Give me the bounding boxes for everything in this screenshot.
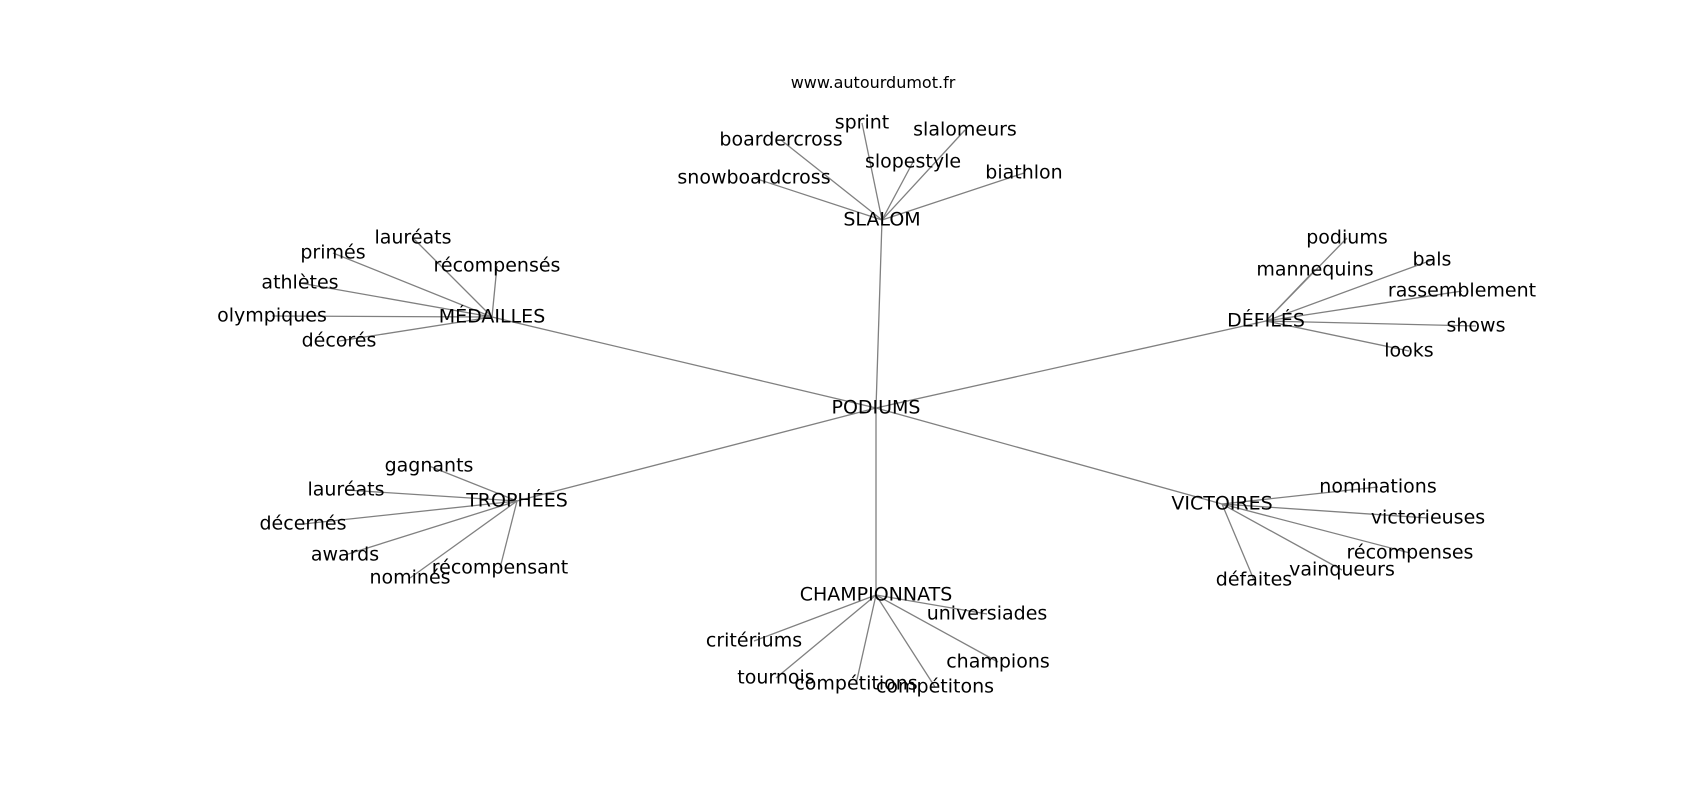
leaf-node: primés <box>300 242 365 264</box>
edge-group-0-child-4 <box>753 177 883 221</box>
edge-group-5-child-1 <box>753 594 877 642</box>
edge-group-3-child-0 <box>428 465 518 502</box>
edge-center-to-2 <box>875 320 1267 409</box>
leaf-node: récompenses <box>1347 542 1474 564</box>
edge-group-0-child-1 <box>780 139 883 221</box>
edge-group-1-child-5 <box>338 316 493 342</box>
edge-group-3-child-3 <box>344 500 518 556</box>
leaf-node: slopestyle <box>865 151 961 173</box>
edge-group-2-child-4 <box>1265 320 1477 327</box>
leaf-node: awards <box>311 544 379 566</box>
edge-group-1-child-4 <box>271 315 493 318</box>
leaf-node: vainqueurs <box>1289 559 1395 581</box>
edge-group-1-child-2 <box>491 265 498 318</box>
edge-center-to-0 <box>875 219 883 409</box>
edge-group-3-child-4 <box>409 500 518 579</box>
edge-group-5-child-2 <box>875 594 999 663</box>
leaf-node: champions <box>946 651 1050 673</box>
leaf-node: rassemblement <box>1388 280 1536 302</box>
group-node: MÉDAILLES <box>439 305 546 328</box>
edge-group-5-child-3 <box>775 594 877 679</box>
group-node: DÉFILÉS <box>1227 309 1305 332</box>
leaf-node: tournois <box>737 667 814 689</box>
edge-center-to-4 <box>875 407 1223 505</box>
graph-labels: www.autourdumot.fr PODIUMS SLALOM sprintbo… <box>217 73 1536 698</box>
leaf-node: décernés <box>260 513 347 535</box>
edge-group-0-child-3 <box>881 161 914 221</box>
leaf-node: victorieuses <box>1371 507 1485 529</box>
leaf-node: défaites <box>1216 569 1292 591</box>
leaf-node: décorés <box>302 330 377 352</box>
leaf-node: slalomeurs <box>913 119 1017 141</box>
edge-group-1-child-0 <box>412 237 493 318</box>
leaf-node: récompensés <box>434 255 561 277</box>
edge-group-4-child-2 <box>1221 503 1411 554</box>
edge-group-1-child-3 <box>299 282 493 318</box>
group-node: VICTOIRES <box>1171 493 1272 515</box>
edge-group-4-child-1 <box>1221 503 1429 519</box>
group-node: SLALOM <box>843 209 920 231</box>
leaf-node: athlètes <box>261 272 338 294</box>
edge-group-3-child-1 <box>345 489 518 502</box>
edge-group-2-child-5 <box>1265 320 1410 352</box>
edge-group-4-child-0 <box>1221 486 1379 505</box>
leaf-node: shows <box>1446 315 1505 337</box>
leaf-node: nominés <box>369 567 450 589</box>
edge-group-0-child-0 <box>861 122 883 221</box>
edge-group-4-child-4 <box>1221 503 1255 581</box>
edge-group-2-child-2 <box>1265 259 1433 322</box>
leaf-node: compétitions <box>794 673 917 695</box>
leaf-node: lauréats <box>307 479 384 501</box>
leaf-node: olympiques <box>217 305 327 327</box>
leaf-node: compétitons <box>876 676 994 698</box>
group-node: CHAMPIONNATS <box>800 584 953 606</box>
leaf-node: universiades <box>927 603 1048 625</box>
edge-group-1-child-1 <box>332 252 493 318</box>
edge-group-3-child-5 <box>499 500 518 569</box>
leaf-node: gagnants <box>385 455 474 477</box>
group-node: TROPHÉES <box>465 489 568 512</box>
edge-group-5-child-0 <box>875 594 988 615</box>
leaf-node: sprint <box>835 112 890 134</box>
leaf-node: nominations <box>1319 476 1436 498</box>
leaf-node: récompensant <box>432 557 569 579</box>
edge-group-0-child-2 <box>881 129 966 221</box>
edge-center-to-1 <box>491 316 877 409</box>
leaf-node: bals <box>1413 249 1452 271</box>
edge-group-4-child-3 <box>1221 503 1343 571</box>
leaf-node: mannequins <box>1256 259 1373 281</box>
leaf-node: podiums <box>1306 227 1387 249</box>
leaf-node: looks <box>1384 340 1433 362</box>
edge-group-5-child-4 <box>855 594 877 685</box>
edge-group-2-child-1 <box>1265 269 1316 322</box>
leaf-node: lauréats <box>374 227 451 249</box>
graph-edges <box>271 122 1477 688</box>
leaf-node: boardercross <box>719 129 842 151</box>
edge-group-5-child-5 <box>875 594 936 688</box>
edge-group-2-child-3 <box>1265 290 1463 322</box>
edge-center-to-3 <box>516 407 877 502</box>
source-url: www.autourdumot.fr <box>791 73 956 92</box>
leaf-node: snowboardcross <box>677 167 830 189</box>
center-node: PODIUMS <box>831 397 920 419</box>
leaf-node: biathlon <box>985 162 1062 184</box>
leaf-node: critériums <box>706 630 802 652</box>
edge-group-3-child-2 <box>302 500 518 525</box>
edge-group-0-child-5 <box>881 172 1025 221</box>
